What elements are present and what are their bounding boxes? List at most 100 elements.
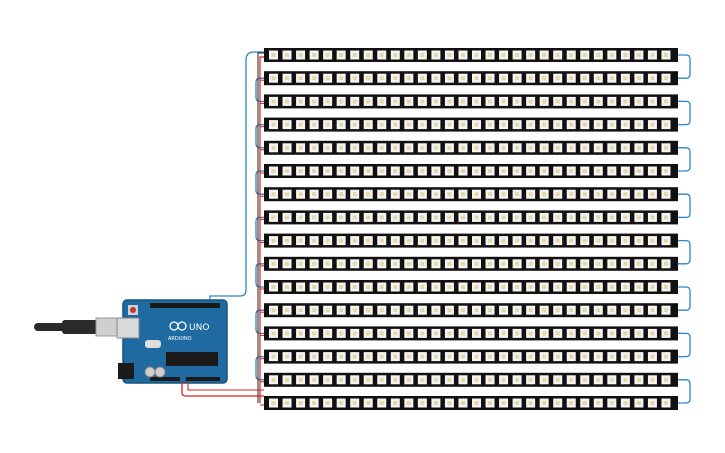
led-chip-11-6 <box>339 285 344 289</box>
led-chip-15-12 <box>420 377 425 382</box>
led-chip-1-29 <box>650 53 655 57</box>
board-brand-text: ARDUINO <box>168 336 192 342</box>
led-chip-14-24 <box>582 354 587 359</box>
led-chip-7-17 <box>488 192 493 197</box>
led-chip-9-27 <box>623 238 628 243</box>
led-chip-1-28 <box>636 53 641 57</box>
led-chip-10-30 <box>663 261 668 266</box>
led-chip-16-6 <box>339 401 344 405</box>
led-chip-14-19 <box>515 354 520 359</box>
led-chip-11-2 <box>285 285 290 289</box>
led-chip-7-8 <box>366 192 371 197</box>
power-in-wire <box>181 381 264 397</box>
led-chip-10-14 <box>447 261 452 266</box>
led-chip-2-9 <box>379 76 384 81</box>
led-chip-9-30 <box>663 238 668 243</box>
led-chip-6-2 <box>285 169 290 173</box>
led-chip-3-17 <box>488 99 493 104</box>
led-chip-2-25 <box>596 76 601 81</box>
led-chip-15-29 <box>650 377 655 382</box>
led-chip-11-12 <box>420 285 425 289</box>
led-chip-9-10 <box>393 238 398 243</box>
led-strip-3 <box>264 94 678 109</box>
led-chip-5-16 <box>474 145 479 150</box>
led-strip-9 <box>264 233 678 248</box>
led-chip-11-11 <box>406 285 411 289</box>
led-chip-6-8 <box>366 169 371 173</box>
led-chip-4-1 <box>271 122 276 127</box>
led-chip-8-8 <box>366 215 371 220</box>
led-chip-15-13 <box>433 377 438 382</box>
led-chip-14-26 <box>609 354 614 359</box>
led-chip-5-23 <box>569 145 574 150</box>
led-chip-8-14 <box>447 215 452 220</box>
led-chip-16-16 <box>474 401 479 405</box>
led-chip-15-22 <box>555 377 560 382</box>
led-chip-6-18 <box>501 169 506 173</box>
led-chip-1-7 <box>352 53 357 57</box>
led-chip-5-13 <box>433 145 438 150</box>
led-chip-8-16 <box>474 215 479 220</box>
led-chip-1-15 <box>460 53 465 57</box>
led-chip-7-7 <box>352 192 357 197</box>
led-chip-16-20 <box>528 401 533 405</box>
led-chip-16-25 <box>596 401 601 405</box>
led-chip-1-24 <box>582 53 587 57</box>
led-chip-14-10 <box>393 354 398 359</box>
wiring <box>181 51 691 406</box>
led-chip-11-20 <box>528 285 533 289</box>
led-chip-8-10 <box>393 215 398 220</box>
led-chip-6-13 <box>433 169 438 173</box>
led-chip-5-1 <box>271 145 276 150</box>
led-strip-7 <box>264 187 678 202</box>
led-chip-2-24 <box>582 76 587 81</box>
led-chip-13-25 <box>596 331 601 336</box>
led-chip-1-8 <box>366 53 371 57</box>
led-chip-13-2 <box>285 331 290 336</box>
led-chip-1-18 <box>501 53 506 57</box>
led-chip-10-8 <box>366 261 371 266</box>
led-chip-7-14 <box>447 192 452 197</box>
led-chip-10-22 <box>555 261 560 266</box>
led-chip-5-22 <box>555 145 560 150</box>
led-chip-16-15 <box>460 401 465 405</box>
led-chip-5-14 <box>447 145 452 150</box>
led-chip-5-30 <box>663 145 668 150</box>
capacitor-1 <box>144 366 156 378</box>
led-chip-10-17 <box>488 261 493 266</box>
arduino-uno-board[interactable]: UNO ARDUINO <box>116 299 228 384</box>
led-chip-15-5 <box>325 377 330 382</box>
led-chip-12-10 <box>393 308 398 313</box>
led-chip-10-5 <box>325 261 330 266</box>
led-chip-16-9 <box>379 401 384 405</box>
led-chip-5-5 <box>325 145 330 150</box>
led-chip-3-2 <box>285 99 290 104</box>
led-chip-8-7 <box>352 215 357 220</box>
power-jack <box>118 363 134 379</box>
led-chip-8-20 <box>528 215 533 220</box>
led-chip-16-22 <box>555 401 560 405</box>
led-chip-9-19 <box>515 238 520 243</box>
led-chip-10-15 <box>460 261 465 266</box>
led-chip-13-16 <box>474 331 479 336</box>
led-chip-11-16 <box>474 285 479 289</box>
led-chip-8-3 <box>298 215 303 220</box>
led-chip-15-18 <box>501 377 506 382</box>
led-chip-16-13 <box>433 401 438 405</box>
led-chip-3-14 <box>447 99 452 104</box>
led-chip-6-26 <box>609 169 614 173</box>
usb-cable[interactable] <box>34 317 127 337</box>
led-chip-10-9 <box>379 261 384 266</box>
led-chip-15-11 <box>406 377 411 382</box>
led-chip-4-10 <box>393 122 398 127</box>
led-strip-12 <box>264 303 678 318</box>
led-chip-16-12 <box>420 401 425 405</box>
led-chip-11-23 <box>569 285 574 289</box>
led-chip-3-27 <box>623 99 628 104</box>
led-chip-4-28 <box>636 122 641 127</box>
led-chip-3-16 <box>474 99 479 104</box>
led-chip-16-18 <box>501 401 506 405</box>
led-chip-13-11 <box>406 331 411 336</box>
led-chip-9-11 <box>406 238 411 243</box>
led-chip-7-9 <box>379 192 384 197</box>
